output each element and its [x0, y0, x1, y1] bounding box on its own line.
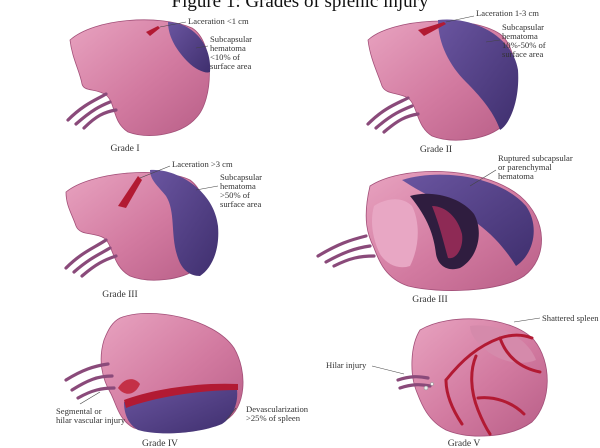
label-laceration-grade-1: Laceration <1 cm [188, 16, 249, 26]
caption-grade-5: Grade V [448, 438, 481, 448]
caption-grade-1: Grade I [110, 143, 139, 154]
panel-grade-5: Shattered spleen Hilar injury Grade V [326, 313, 599, 448]
label-laceration-grade-3a: Laceration >3 cm [172, 159, 233, 169]
hilar-vessels-grade-3b [318, 236, 374, 266]
hilar-vessels-grade-2 [368, 98, 418, 132]
label-hilar-grade-5: Hilar injury [326, 360, 367, 370]
caption-grade-4: Grade IV [142, 438, 178, 448]
caption-grade-3a: Grade III [102, 289, 137, 300]
label-shattered-grade-5: Shattered spleen [542, 313, 599, 323]
hilar-vessels-grade-3a [66, 240, 116, 276]
label-laceration-grade-2: Laceration 1-3 cm [476, 8, 539, 18]
caption-grade-2: Grade II [420, 144, 452, 155]
hilar-vessels-grade-1 [68, 94, 116, 128]
label-devascularization-grade-4: Devascularization>25% of spleen [246, 404, 309, 423]
caption-grade-3b: Grade III [412, 294, 447, 305]
